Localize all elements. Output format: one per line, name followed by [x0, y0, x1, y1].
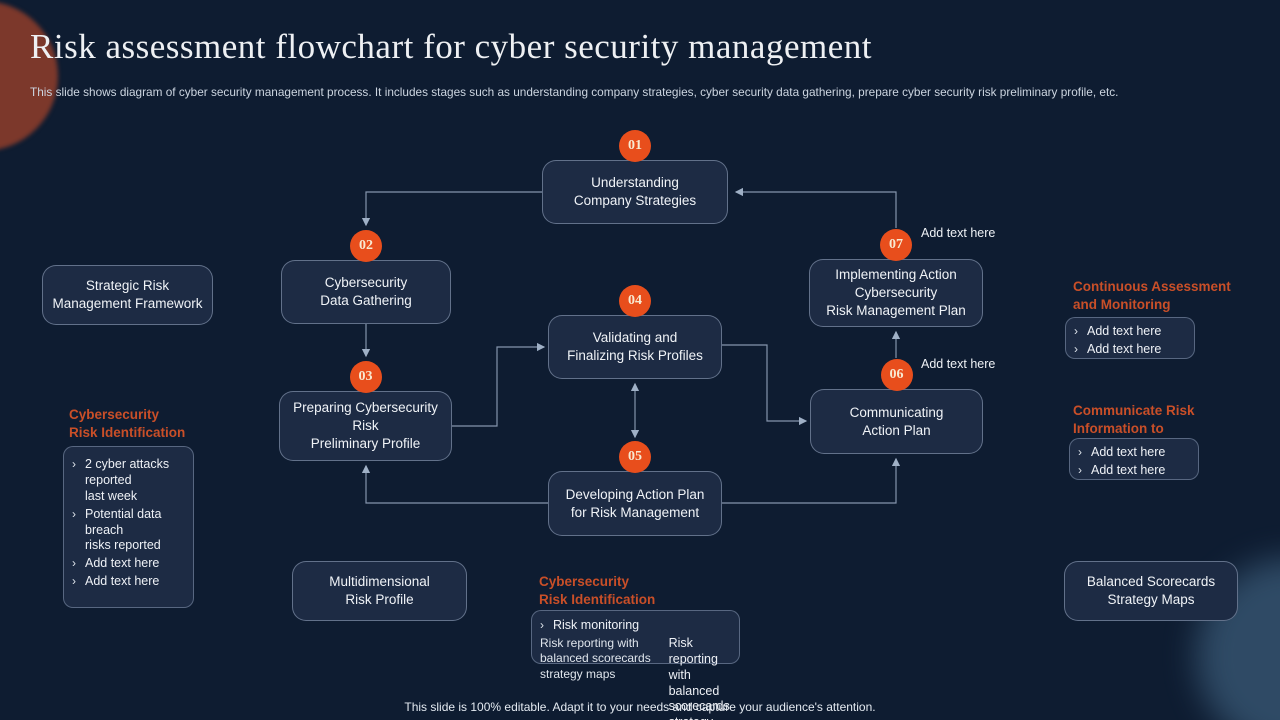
flow-step-03: 03 Preparing Cybersecurity Risk Prelimin…	[279, 361, 452, 461]
connector-label: Add text here	[921, 226, 996, 240]
flow-box-label: Cybersecurity Data Gathering	[281, 260, 451, 324]
right-bottom-panel-heading: Communicate Risk Information to	[1073, 403, 1195, 437]
bottom-panel-heading: Cybersecurity Risk Identification	[539, 574, 656, 608]
bullet-text: Risk reporting with balanced scorecards …	[668, 635, 730, 720]
chevron-bullet: ›	[540, 618, 544, 632]
slide-description: This slide shows diagram of cyber securi…	[30, 85, 1119, 99]
connector-03-to-04	[452, 342, 546, 427]
decor-circle-top-left	[0, 1, 58, 151]
bottom-panel-box: › Risk monitoring Risk reporting with ba…	[531, 610, 740, 720]
bullet-text: Add text here	[85, 574, 160, 589]
chevron-bullet: ›	[72, 457, 76, 471]
flow-box-label: Preparing Cybersecurity Risk Preliminary…	[279, 391, 452, 461]
connector-05-to-03	[361, 464, 548, 504]
bullet-text: Potential data breach risks reported	[85, 506, 162, 553]
step-number-badge: 02	[350, 230, 382, 262]
left-panel-heading: Cybersecurity Risk Identification	[69, 407, 186, 441]
list-item: › Add text here	[1074, 324, 1188, 340]
flow-box-label: Validating and Finalizing Risk Profiles	[548, 315, 722, 379]
side-box-strategic-risk: Strategic Risk Management Framework	[42, 265, 213, 325]
flow-step-07: 07 Implementing Action Cybersecurity Ris…	[809, 229, 983, 327]
step-number-badge: 06	[880, 359, 913, 391]
page-title: Risk assessment flowchart for cyber secu…	[30, 27, 872, 66]
step-number-badge: 04	[619, 285, 651, 317]
flow-box-label: Communicating Action Plan	[810, 389, 983, 454]
flow-box-label: Understanding Company Strategies	[542, 160, 728, 224]
bullet-text: Add text here	[1091, 462, 1166, 477]
list-item: › Add text here	[1078, 463, 1192, 479]
flow-step-02: 02 Cybersecurity Data Gathering	[281, 230, 451, 324]
list-item: Risk reporting with balanced scorecards …	[540, 636, 733, 720]
step-number-badge: 05	[619, 441, 651, 473]
side-box-balanced-scorecards: Balanced Scorecards Strategy Maps	[1064, 561, 1238, 621]
step-number-badge: 03	[349, 361, 382, 393]
bullet-text: 2 cyber attacks reported last week	[85, 457, 170, 503]
right-top-panel-heading: Continuous Assessment and Monitoring	[1073, 279, 1231, 313]
left-panel-box: › 2 cyber attacks reported last week › P…	[63, 446, 194, 608]
chevron-bullet: ›	[72, 556, 76, 571]
chevron-bullet: ›	[1078, 462, 1082, 477]
chevron-bullet: ›	[1078, 445, 1082, 459]
flow-box-label: Implementing Action Cybersecurity Risk M…	[809, 259, 983, 327]
flow-step-04: 04 Validating and Finalizing Risk Profil…	[548, 285, 722, 379]
chevron-bullet: ›	[72, 574, 76, 589]
connector-07-to-01	[734, 187, 897, 228]
chevron-bullet: ›	[1074, 324, 1078, 338]
slide-footer: This slide is 100% editable. Adapt it to…	[404, 700, 876, 714]
connector-05-to-06	[722, 457, 901, 504]
flow-step-05: 05 Developing Action Plan for Risk Manag…	[548, 441, 722, 536]
list-item: › Add text here	[72, 556, 187, 572]
connector-label: Add text here	[921, 357, 996, 371]
list-item: › Risk monitoring	[540, 618, 733, 634]
right-top-panel-box: › Add text here › Add text here	[1065, 317, 1195, 359]
flow-step-01: 01 Understanding Company Strategies	[542, 130, 728, 224]
list-item: › Potential data breach risks reported	[72, 507, 187, 555]
flow-box-label: Developing Action Plan for Risk Manageme…	[548, 471, 722, 536]
flow-step-06: 06 Communicating Action Plan	[810, 359, 983, 454]
bullet-text: Risk monitoring	[553, 618, 640, 632]
right-bottom-panel-box: › Add text here › Add text here	[1069, 438, 1199, 480]
side-box-multidimensional: Multidimensional Risk Profile	[292, 561, 467, 621]
connector-04-to-06	[722, 344, 808, 426]
chevron-bullet: ›	[72, 506, 76, 521]
bullet-text: Add text here	[1087, 341, 1162, 356]
connector-01-to-02	[361, 191, 542, 227]
list-item: › Add text here	[72, 574, 187, 590]
bullet-text: Add text here	[1091, 445, 1166, 459]
list-item: › 2 cyber attacks reported last week	[72, 457, 187, 505]
chevron-bullet: ›	[1074, 341, 1078, 356]
step-number-badge: 01	[619, 130, 651, 162]
bullet-text: Add text here	[1087, 324, 1162, 338]
list-item: › Add text here	[1078, 445, 1192, 461]
list-item: › Add text here	[1074, 342, 1188, 358]
chevron-bullet: Risk reporting with balanced scorecards …	[540, 635, 651, 682]
step-number-badge: 07	[880, 229, 912, 261]
bullet-text: Add text here	[85, 556, 160, 571]
